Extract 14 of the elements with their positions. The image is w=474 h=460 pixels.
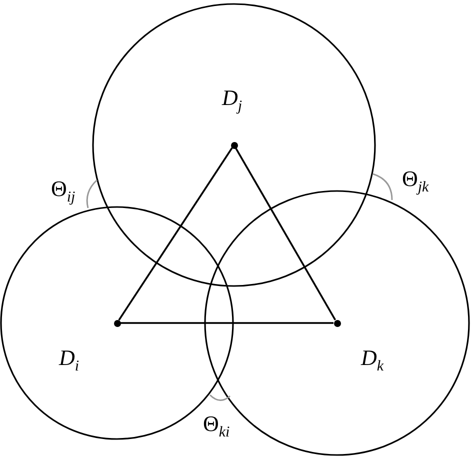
region-label: D$_{i}$: [59, 347, 80, 374]
triangle-side: [234, 148, 336, 320]
angle-label: Θ$_{ki}$: [203, 413, 230, 440]
region-label: D$_{k}$: [361, 347, 384, 374]
angle-label: Θ$_{jk}$: [402, 168, 429, 196]
angle-label: Θ$_{ij}$: [51, 178, 76, 206]
circle-region: [0, 206, 234, 440]
triangle-side: [120, 322, 334, 324]
triangle-side: [118, 147, 233, 321]
center-dot: [114, 320, 120, 326]
center-dot: [230, 142, 238, 148]
center-dot: [334, 320, 340, 326]
circle-region: [92, 3, 376, 287]
region-label: D$_{j}$: [222, 87, 242, 114]
